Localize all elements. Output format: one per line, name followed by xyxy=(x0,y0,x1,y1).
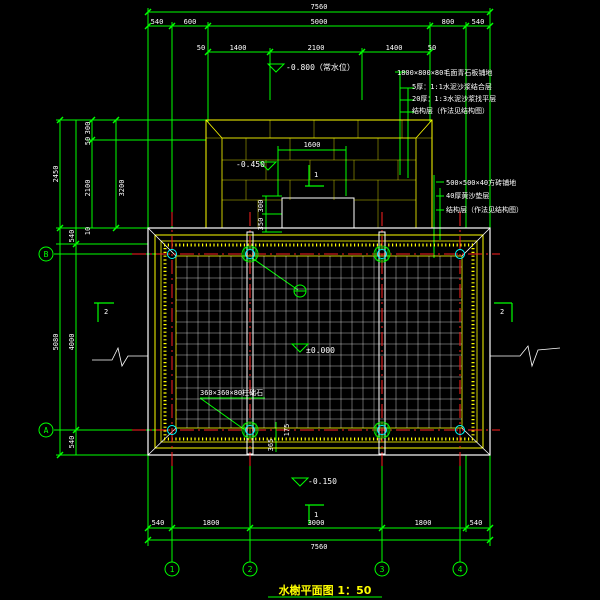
dimension-ticks xyxy=(56,8,494,544)
bottom-seg-4: 1800 xyxy=(415,519,432,527)
axis-label-1: 1 xyxy=(170,565,175,574)
axis-bubbles xyxy=(38,246,468,577)
upper-note-3: 20厚：1:3水泥沙浆找平层 xyxy=(412,94,496,103)
pier-dim-2: 175 xyxy=(283,424,291,437)
mid-note-1: 500×500×40方砖铺地 xyxy=(446,178,516,187)
railing xyxy=(163,243,475,441)
section-mark-top: 1 xyxy=(314,171,318,179)
top-sub-3: 2100 xyxy=(308,44,325,52)
top-seg-5: 540 xyxy=(472,18,485,26)
axis-label-a: A xyxy=(44,426,49,435)
step-width-dim: 1600 xyxy=(304,141,321,149)
bottom-level-label: -0.150 xyxy=(308,477,337,486)
level-markers xyxy=(258,63,310,487)
water-level-label: -0.800（常水位） xyxy=(286,62,355,72)
posts xyxy=(246,231,386,455)
overall-width-top: 7560 xyxy=(311,3,328,11)
section-mark-bottom: 1 xyxy=(314,511,318,519)
axis-label-4: 4 xyxy=(458,565,463,574)
axis-label-b: B xyxy=(44,250,49,259)
bottom-seg-3: 3000 xyxy=(308,519,325,527)
section-mark-left: 2 xyxy=(104,308,108,316)
left-upper-4: 3200 xyxy=(118,180,126,197)
left-upper-1: 300 xyxy=(84,122,92,135)
bottom-seg-2: 1800 xyxy=(203,519,220,527)
left-inner-1: 540 xyxy=(68,230,76,243)
upper-note-4: 结构层（作法见结构图） xyxy=(412,106,489,115)
column-base-squares xyxy=(241,245,391,439)
bottom-seg-1: 540 xyxy=(152,519,165,527)
dimension-lines xyxy=(54,8,491,598)
axis-label-2: 2 xyxy=(248,565,253,574)
mid-note-2: 40厚黄沙垫层 xyxy=(446,191,489,200)
top-seg-4: 800 xyxy=(442,18,455,26)
left-upper-3: 2100 xyxy=(84,180,92,197)
drawing-title: 水榭平面图 1：50 xyxy=(279,583,372,597)
overall-width-bottom: 7560 xyxy=(311,543,328,551)
step-height-1: 300 xyxy=(257,200,265,213)
step-height-2: 350 xyxy=(257,218,265,231)
top-sub-2: 1400 xyxy=(230,44,247,52)
upper-platform xyxy=(205,119,433,229)
axis-centerlines xyxy=(132,212,500,470)
water-edge xyxy=(92,345,561,368)
top-seg-2: 600 xyxy=(184,18,197,26)
top-seg-3: 5000 xyxy=(311,18,328,26)
left-upper-2: 50 xyxy=(84,137,92,145)
bottom-seg-5: 540 xyxy=(470,519,483,527)
detail-callout-bubble xyxy=(293,284,307,298)
top-sub-5: 50 xyxy=(428,44,436,52)
top-sub-1: 50 xyxy=(197,44,205,52)
left-upper-5: 10 xyxy=(84,227,92,235)
left-inner-2: 4000 xyxy=(68,334,76,351)
section-mark-right: 2 xyxy=(500,308,504,316)
floor-level-label: ±0.000 xyxy=(306,346,335,355)
left-outer-1: 2450 xyxy=(52,166,60,183)
step-level-label: -0.450 xyxy=(236,160,265,169)
top-sub-4: 1400 xyxy=(386,44,403,52)
axis-label-3: 3 xyxy=(380,565,385,574)
upper-note-1: 1800×800×80毛面青石板铺地 xyxy=(397,68,492,77)
pier-dim: 365 xyxy=(267,439,275,452)
column-bases xyxy=(167,249,465,435)
column-base-note: 360×360×80柱础石 xyxy=(200,388,263,397)
section-markers xyxy=(94,165,513,524)
pavilion-outline xyxy=(147,227,491,456)
floor-tile-grid xyxy=(176,256,462,428)
left-outer-2: 5080 xyxy=(52,334,60,351)
left-inner-3: 540 xyxy=(68,436,76,449)
upper-note-2: 5厚：1:1水泥沙浆结合层 xyxy=(412,82,492,91)
top-seg-1: 540 xyxy=(151,18,164,26)
mid-note-3: 结构层（作法见结构图） xyxy=(446,205,523,214)
